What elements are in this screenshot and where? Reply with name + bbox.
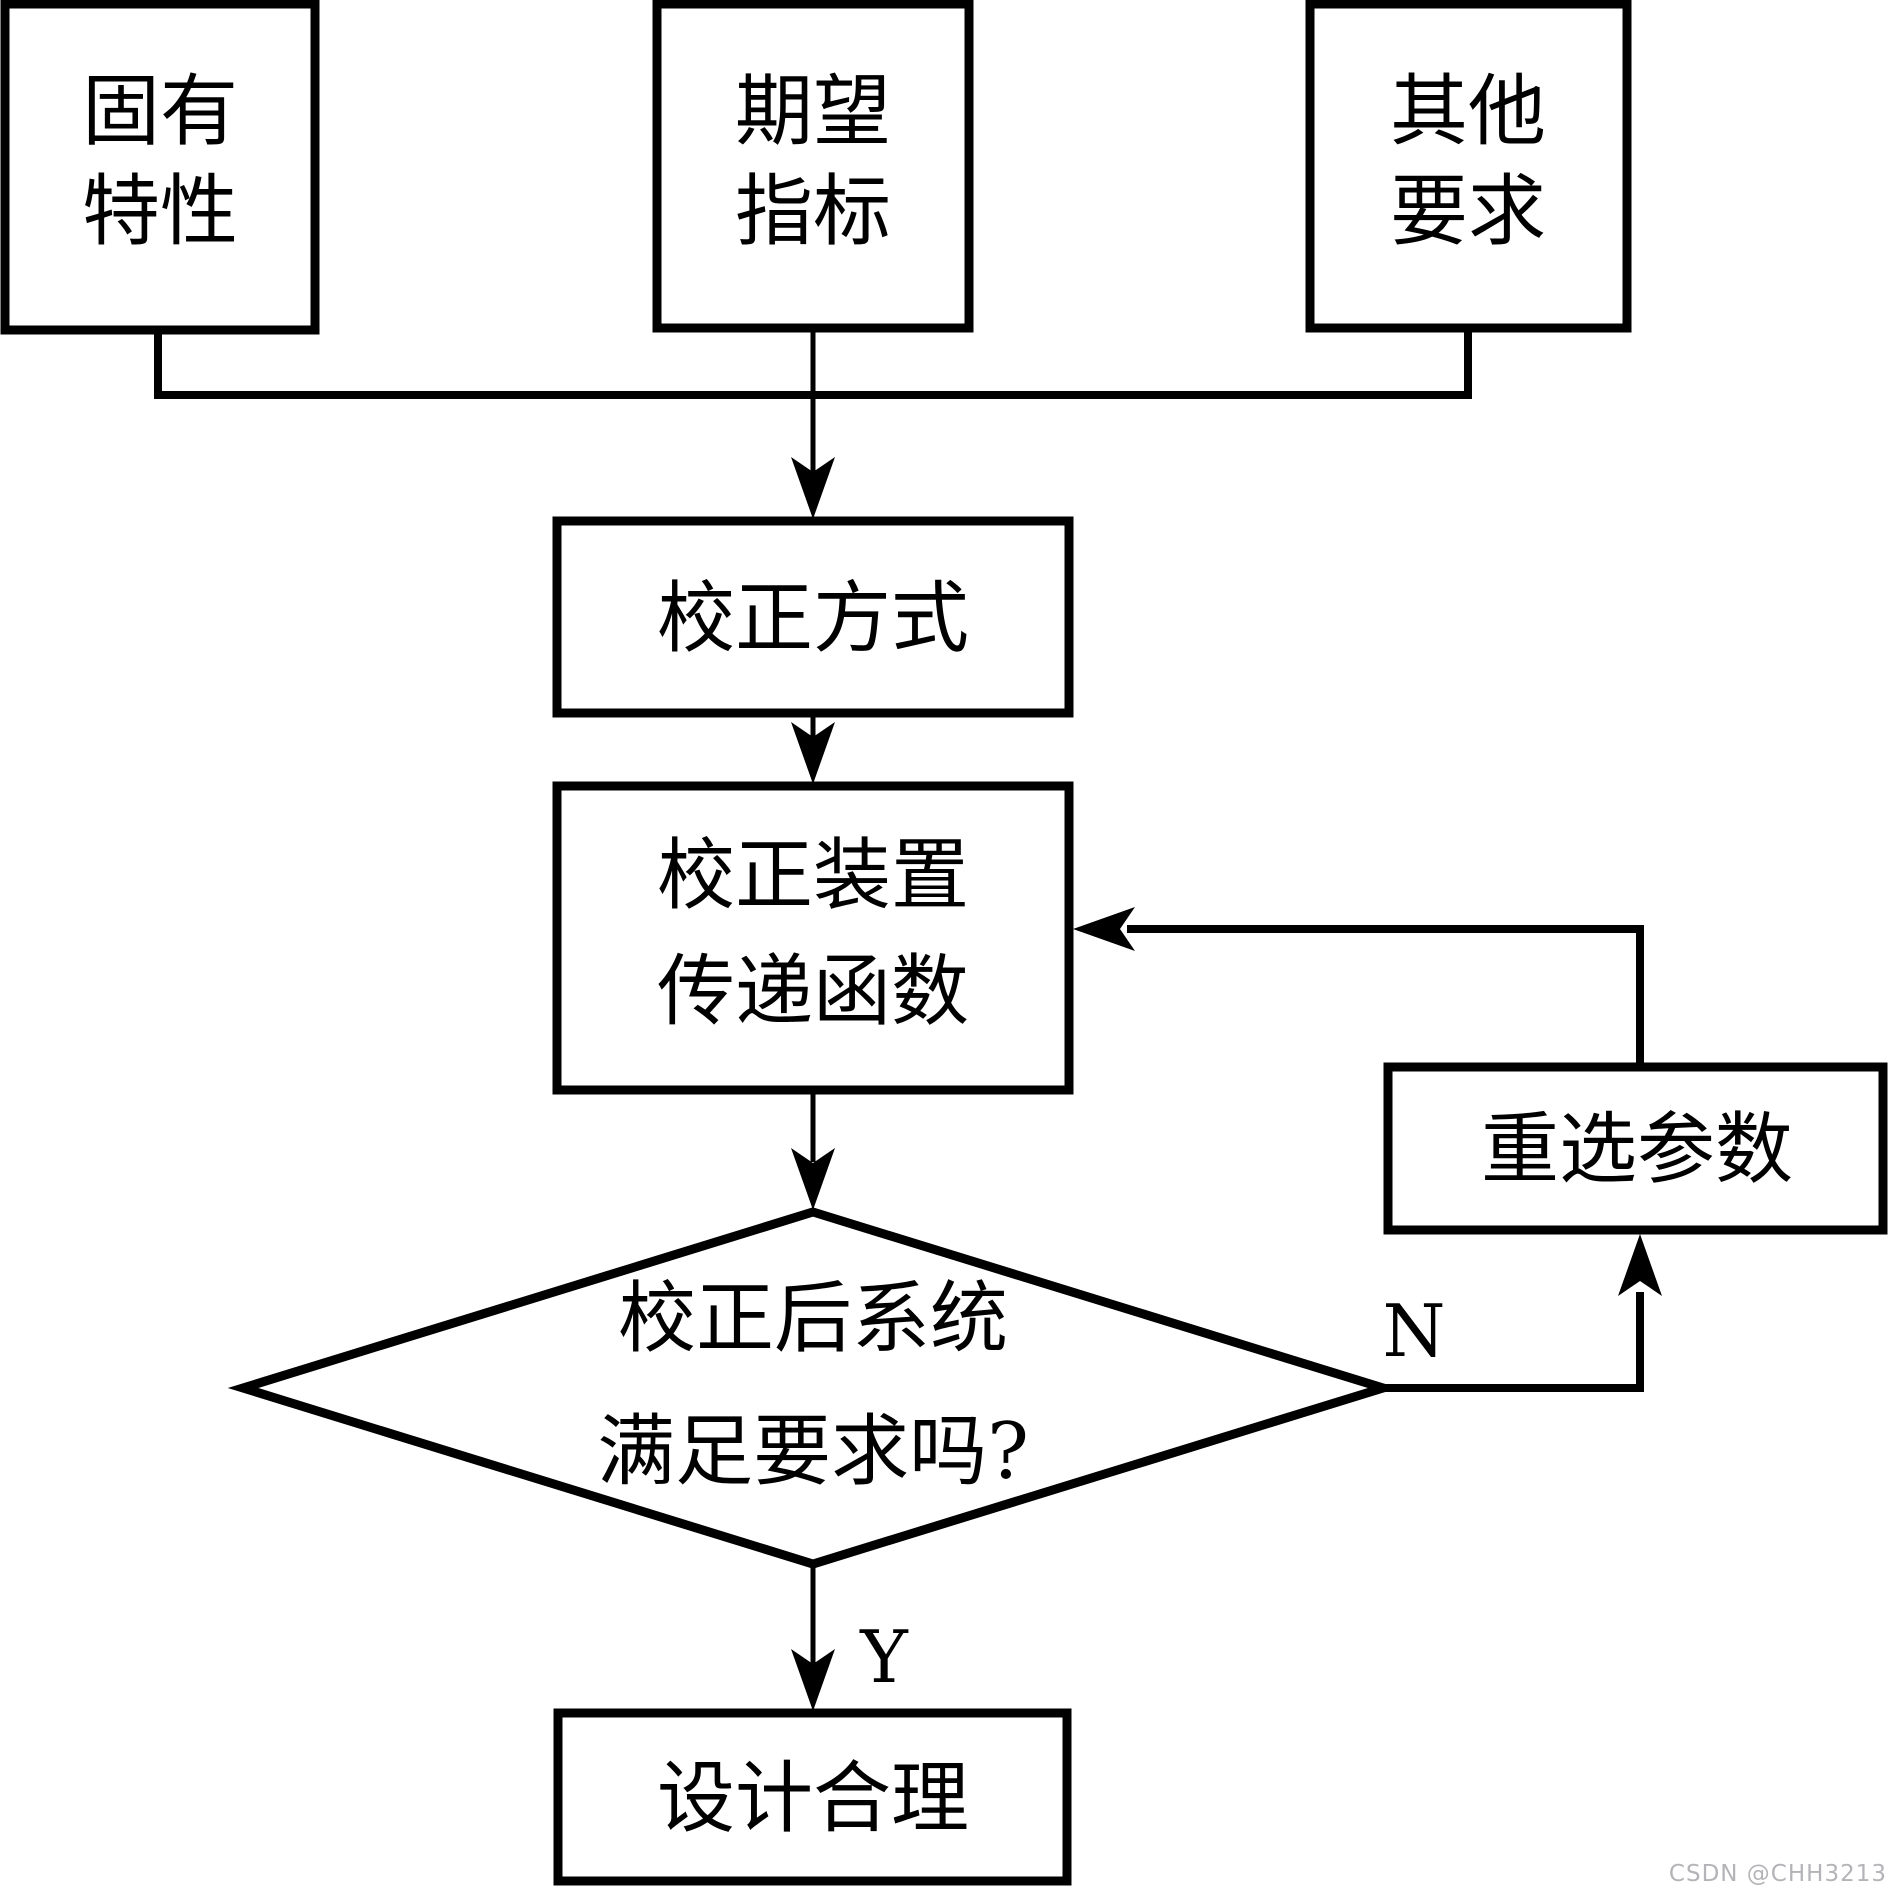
arrowhead-into-method-icon — [791, 457, 835, 519]
node-reselect-box — [1383, 1062, 1888, 1235]
node-decision-label-line2: 满足要求吗? — [597, 1407, 1029, 1497]
arrowhead-into-transfer-right-icon — [1073, 907, 1135, 951]
node-result-box — [553, 1708, 1072, 1886]
arrowhead-into-decision-icon — [791, 1148, 835, 1210]
node-method-box — [552, 516, 1074, 718]
arrowhead-into-result-icon — [791, 1649, 835, 1711]
node-transfer-label-line1: 校正装置 — [657, 831, 969, 921]
node-other-label-line2: 要求 — [1390, 167, 1546, 257]
node-desired-box — [652, 0, 974, 333]
node-other-label-line1: 其他 — [1390, 67, 1546, 157]
node-inherent-label-line1: 固有 — [82, 67, 238, 157]
node-desired-label-line2: 指标 — [735, 167, 891, 257]
node-result-label: 设计合理 — [657, 1754, 969, 1844]
node-method-label: 校正方式 — [657, 574, 969, 664]
arrowhead-into-transfer-icon — [791, 722, 835, 784]
watermark: CSDN @CHH3213 — [1669, 1861, 1887, 1887]
node-reselect-label: 重选参数 — [1481, 1105, 1793, 1195]
node-inherent-label-line2: 特性 — [82, 167, 238, 257]
node-decision-diamond — [227, 1207, 1399, 1569]
node-inherent-box — [0, 0, 320, 335]
arrowhead-into-reselect-icon — [1618, 1234, 1662, 1296]
node-decision-label-line1: 校正后系统 — [618, 1274, 1008, 1364]
node-transfer-label-line2: 传递函数 — [657, 947, 969, 1037]
node-other-box — [1305, 0, 1632, 333]
branch-label-no: N — [1383, 1289, 1446, 1373]
branch-label-yes: Y — [859, 1615, 909, 1699]
node-transfer-box — [552, 781, 1074, 1095]
node-desired-label-line1: 期望 — [735, 67, 891, 157]
